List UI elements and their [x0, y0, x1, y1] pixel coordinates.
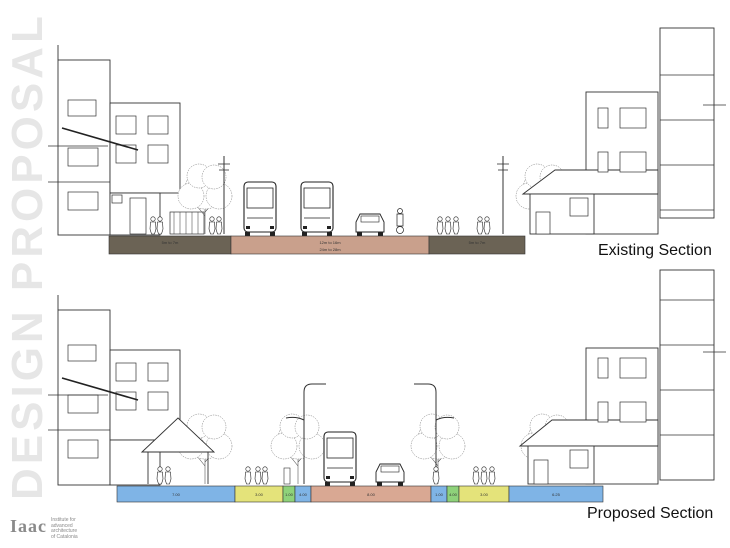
logo-line-4: of Catalonia	[51, 533, 78, 540]
proposed-section-label: Proposed Section	[587, 505, 714, 522]
logo-subtitle: Institute for advanced architecture of C…	[51, 517, 95, 540]
existing-section-label: Existing Section	[598, 242, 712, 259]
dim-sidewalk-left: 5m to 7m	[162, 240, 179, 245]
logo-mark: Iaac	[10, 516, 47, 536]
dim-sidewalk-right: 5m to 7m	[469, 240, 486, 245]
logo-line-1: Institute for	[51, 517, 76, 523]
logo-line-3: architecture	[51, 528, 78, 535]
dim-s9: 6.25	[552, 492, 561, 497]
iaac-logo: Iaac Institute for advanced architecture…	[10, 516, 95, 540]
dim-s3: 1.00	[285, 492, 294, 497]
proposed-section: 7.00 3.00 1.00 4.00 8.00 1.00 4.00 3.00 …	[48, 269, 726, 503]
dim-s2: 3.00	[255, 492, 264, 497]
logo-line-2: advanced	[51, 522, 73, 529]
dim-s8: 3.00	[480, 492, 489, 497]
dim-s4: 4.00	[299, 492, 308, 497]
dim-s7: 4.00	[449, 492, 458, 497]
dim-s1: 7.00	[172, 492, 181, 497]
dim-s5: 8.00	[367, 492, 376, 497]
existing-section: 5m to 7m 12m to 16m 24m to 28m 5m to 7m	[48, 27, 726, 255]
dim-s6: 1.00	[435, 492, 444, 497]
dim-road: 12m to 16m	[319, 240, 341, 245]
dim-total: 24m to 28m	[319, 247, 341, 252]
